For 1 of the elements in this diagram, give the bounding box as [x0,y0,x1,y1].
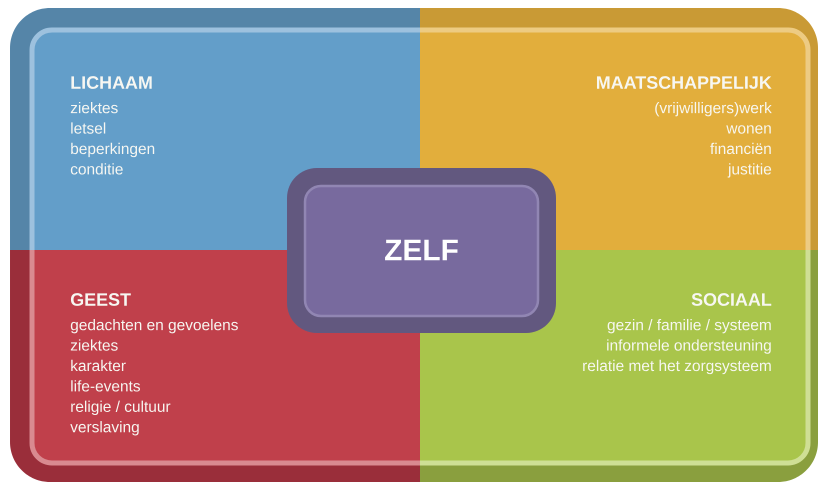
center-box: ZELF [287,168,556,333]
